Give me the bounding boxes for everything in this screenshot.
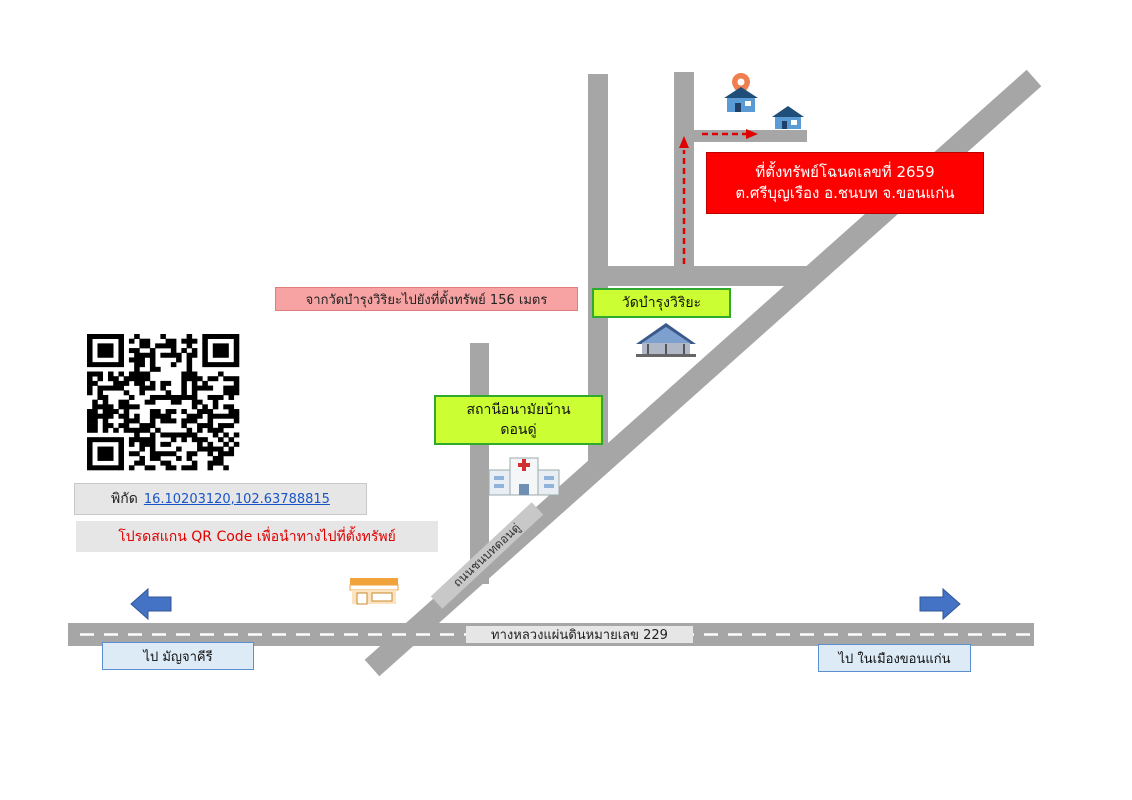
coordinates-link[interactable]: 16.10203120,102.63788815 — [143, 491, 330, 507]
coordinates-label: พิกัด — [111, 491, 138, 507]
vertical-road-center — [588, 74, 608, 466]
clinic-label: สถานีอนามัยบ้าน ดอนดู่ — [434, 395, 603, 445]
clinic-line2: ดอนดู่ — [500, 422, 537, 438]
right-destination: ไป ในเมืองขอนแก่น — [818, 644, 971, 672]
property-label: ที่ตั้งทรัพย์โฉนดเลขที่ 2659 ต.ศรีบุญเรื… — [706, 152, 984, 214]
house-icon — [772, 106, 804, 129]
distance-note: จากวัดบำรุงวิริยะไปยังที่ตั้งทรัพย์ 156 … — [275, 287, 578, 311]
qr-code — [85, 332, 241, 472]
property-line1: ที่ตั้งทรัพย์โฉนดเลขที่ 2659 — [755, 163, 935, 181]
coordinates-box: พิกัด 16.10203120,102.63788815 — [74, 483, 367, 515]
temple-label: วัดบำรุงวิริยะ — [592, 288, 731, 318]
arrow-left-icon — [130, 587, 172, 621]
clinic-line1: สถานีอนามัยบ้าน — [466, 402, 571, 418]
highway-label: ทางหลวงแผ่นดินหมายเลข 229 — [466, 626, 693, 643]
scan-note: โปรดสแกน QR Code เพื่อนำทางไปที่ตั้งทรัพ… — [76, 521, 438, 552]
temple-icon — [636, 323, 696, 357]
house-icon — [724, 87, 758, 112]
arrow-right-icon — [919, 587, 961, 621]
hospital-icon — [488, 457, 560, 496]
property-line2: ต.ศรีบุญเรือง อ.ชนบท จ.ขอนแก่น — [735, 184, 955, 202]
vertical-road-property — [674, 72, 694, 280]
route-to-property — [679, 129, 758, 264]
shop-icon — [349, 578, 399, 605]
left-destination: ไป มัญจาคีรี — [102, 642, 254, 670]
cross-road-temple — [608, 266, 816, 286]
